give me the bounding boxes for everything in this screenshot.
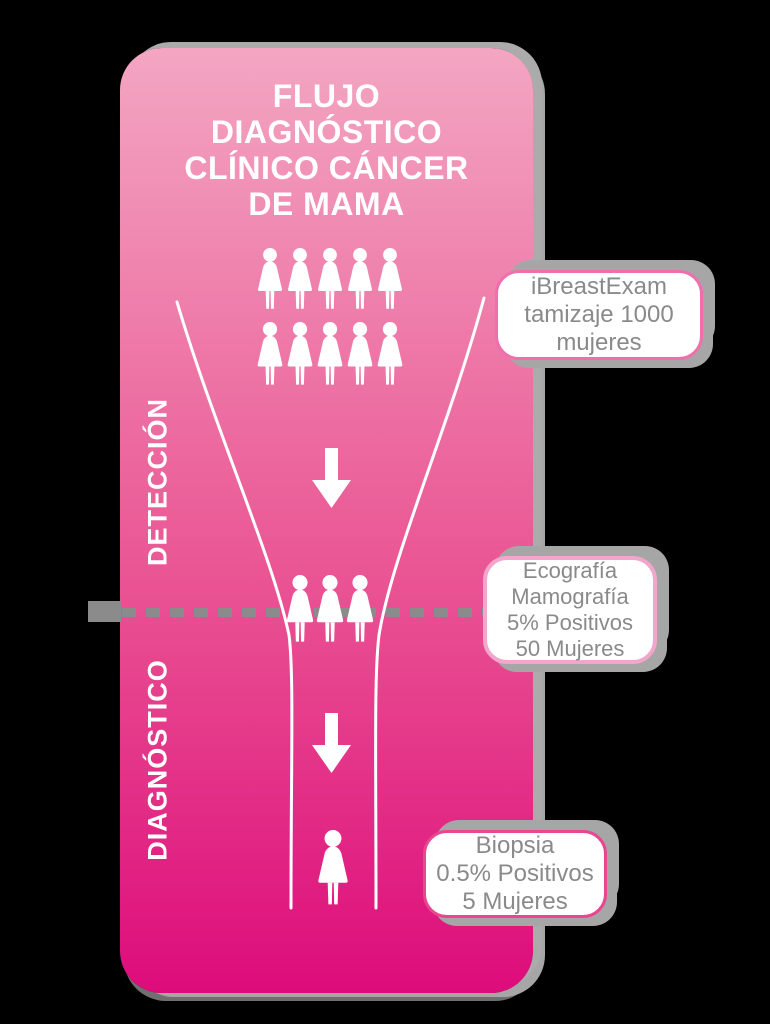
women-group-confirmed	[318, 830, 348, 905]
woman-icon	[348, 248, 372, 309]
callout-line: iBreastExam	[530, 273, 668, 300]
funnel-line-left	[175, 300, 294, 910]
title-line: CLÍNICO CÁNCER	[184, 150, 469, 186]
woman-icon	[286, 575, 314, 642]
woman-icon	[288, 248, 312, 309]
woman-icon	[257, 322, 283, 385]
callout-line: 5% Positivos	[507, 610, 633, 635]
woman-icon	[346, 575, 374, 642]
funnel-graphics	[175, 248, 486, 910]
woman-icon	[347, 322, 373, 385]
callout-line: 5 Mujeres	[462, 888, 568, 915]
callout-line: Mamografía	[511, 584, 629, 609]
callout-biopsy: Biopsia 0.5% Positivos 5 Mujeres	[423, 830, 607, 918]
woman-icon	[318, 248, 342, 309]
callout-line: tamizaje 1000	[524, 301, 674, 328]
woman-icon	[258, 248, 282, 309]
divider-end-cap	[88, 601, 121, 622]
woman-icon	[378, 248, 402, 309]
callout-line: Ecografía	[522, 558, 618, 583]
down-arrow-icon	[312, 448, 351, 508]
callout-imaging: Ecografía Mamografía 5% Positivos 50 Muj…	[483, 556, 657, 664]
women-group-positives	[286, 575, 374, 642]
down-arrow-icon	[312, 713, 351, 773]
woman-icon	[377, 322, 403, 385]
callout-line: 0.5% Positivos	[436, 860, 594, 887]
title-line: DE MAMA	[248, 186, 405, 222]
callout-screening: iBreastExam tamizaje 1000 mujeres	[495, 270, 703, 360]
woman-icon	[287, 322, 313, 385]
callout-line: 50 Mujeres	[515, 636, 625, 661]
page-title: FLUJO DIAGNÓSTICO CLÍNICO CÁNCER DE MAMA	[120, 78, 533, 222]
title-line: FLUJO	[272, 78, 381, 114]
women-group-screened	[257, 248, 403, 385]
callout-line: mujeres	[556, 329, 642, 356]
funnel-line-right	[374, 296, 486, 910]
callout-line: Biopsia	[475, 832, 555, 859]
woman-icon	[318, 830, 348, 905]
woman-icon	[316, 575, 344, 642]
woman-icon	[317, 322, 343, 385]
title-line: DIAGNÓSTICO	[210, 114, 443, 150]
